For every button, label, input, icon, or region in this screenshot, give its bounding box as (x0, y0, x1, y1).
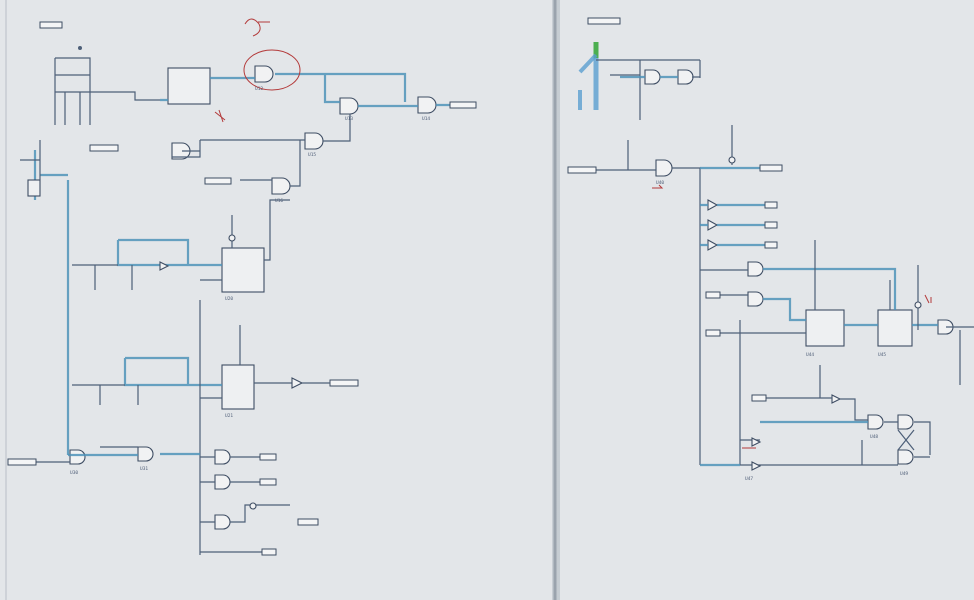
flip-flop-2 (221, 364, 255, 410)
svg-text:U47: U47 (745, 476, 753, 482)
left-sheet (0, 0, 552, 600)
svg-text:U49: U49 (900, 471, 908, 477)
svg-text:U31: U31 (140, 466, 148, 472)
right-title-tag (587, 17, 621, 25)
left-bus (20, 140, 70, 455)
nand-gate-2 (339, 97, 359, 115)
svg-text:U13: U13 (345, 116, 353, 122)
left-bottom-gates (7, 446, 319, 556)
svg-text:U15: U15 (308, 152, 316, 158)
flip-flop-4 (877, 309, 913, 347)
svg-text:U21: U21 (225, 413, 233, 419)
svg-text:U44: U44 (806, 352, 814, 358)
red-circle-annotation (243, 49, 301, 91)
red-mark-annotation (214, 109, 226, 123)
flip-flop-3 (805, 309, 845, 347)
left-ff-stage-1 (72, 199, 290, 293)
input-tag-2 (204, 177, 232, 185)
input-tag-1 (89, 144, 119, 152)
latch-block-top (167, 67, 211, 105)
nand-gate-5 (171, 142, 191, 160)
left-ff-stage-2 (72, 300, 359, 555)
left-input-network (54, 46, 160, 125)
svg-text:U40: U40 (656, 180, 664, 186)
output-tag-2 (329, 379, 359, 387)
right-trunk (567, 125, 783, 465)
svg-text:U12: U12 (255, 86, 263, 92)
left-top-gates (89, 18, 477, 195)
right-buffers (700, 199, 778, 251)
flip-flop-1 (221, 247, 265, 293)
svg-text:U14: U14 (422, 116, 430, 122)
svg-text:U48: U48 (870, 434, 878, 440)
svg-text:U16: U16 (275, 198, 283, 204)
input-tag-3 (7, 458, 37, 466)
svg-text:U30: U30 (70, 470, 78, 476)
red-scribble-annotation (244, 18, 270, 37)
right-ff-stage (700, 240, 974, 465)
right-latch (700, 365, 931, 471)
left-title-tag (39, 21, 63, 29)
output-tag-1 (449, 101, 477, 109)
nand-gate-6 (271, 177, 291, 195)
nand-gate-4 (304, 132, 324, 150)
svg-text:U45: U45 (878, 352, 886, 358)
right-input-network (578, 42, 701, 120)
nand-gate-1 (254, 65, 274, 83)
nand-gate-3 (417, 96, 437, 114)
connector-block (27, 179, 41, 197)
svg-text:U20: U20 (225, 296, 233, 302)
